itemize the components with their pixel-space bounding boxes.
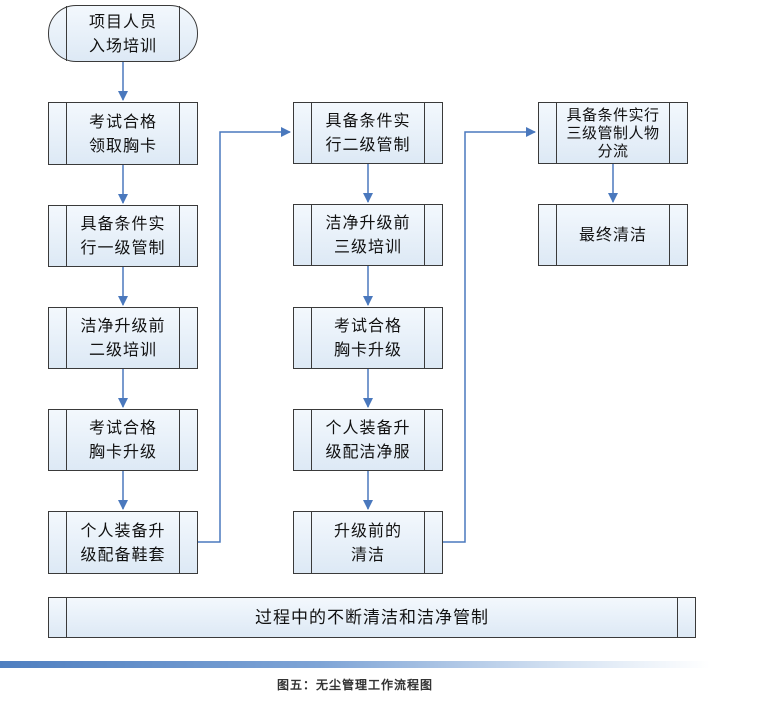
- footer-gradient-rule: [0, 661, 710, 668]
- step-gear-cleanroom-suit-label: 个人装备升 级配洁净服: [325, 418, 411, 461]
- arrow-c2-5-to-c3-1: [443, 127, 536, 543]
- step-exam-badge-label: 考试合格 领取胸卡: [88, 111, 157, 155]
- step-level1-control-label: 具备条件实 行一级管制: [80, 214, 166, 257]
- step-level1-control: 具备条件实 行一级管制: [48, 205, 198, 267]
- step-badge-upgrade-1-label: 考试合格 胸卡升级: [88, 418, 157, 461]
- step-gear-cleanroom-suit: 个人装备升 级配洁净服: [293, 409, 443, 471]
- continuous-process-bar: 过程中的不断清洁和洁净管制: [48, 597, 696, 638]
- step-level3-control-label: 具备条件实行 三级管制人物 分流: [566, 106, 660, 160]
- step-level2-control: 具备条件实 行二级管制: [293, 102, 443, 164]
- step-badge-upgrade-1: 考试合格 胸卡升级: [48, 409, 198, 471]
- step-pre-upgrade-cleaning: 升级前的 清洁: [293, 511, 443, 574]
- step-exam-badge: 考试合格 领取胸卡: [48, 102, 198, 165]
- step-level2-control-label: 具备条件实 行二级管制: [325, 111, 411, 154]
- step-level2-training: 洁净升级前 二级培训: [48, 307, 198, 369]
- step-gear-shoe-covers-label: 个人装备升 级配备鞋套: [80, 520, 166, 564]
- step-badge-upgrade-2: 考试合格 胸卡升级: [293, 307, 443, 369]
- step-final-cleaning: 最终清洁: [538, 204, 688, 266]
- step-pre-upgrade-cleaning-label: 升级前的 清洁: [333, 520, 402, 564]
- step-level3-training: 洁净升级前 三级培训: [293, 204, 443, 266]
- step-level3-training-label: 洁净升级前 三级培训: [325, 213, 411, 256]
- step-level2-training-label: 洁净升级前 二级培训: [80, 316, 166, 359]
- figure-caption: 图五：无尘管理工作流程图: [276, 678, 433, 692]
- step-gear-shoe-covers: 个人装备升 级配备鞋套: [48, 511, 198, 574]
- start-node: 项目人员 入场培训: [48, 5, 198, 62]
- continuous-process-label: 过程中的不断清洁和洁净管制: [255, 607, 489, 628]
- arrow-c1-5-to-c2-1: [198, 127, 291, 543]
- step-level3-control: 具备条件实行 三级管制人物 分流: [538, 102, 688, 164]
- start-label: 项目人员 入场培训: [88, 11, 157, 55]
- step-badge-upgrade-2-label: 考试合格 胸卡升级: [333, 316, 402, 359]
- step-final-cleaning-label: 最终清洁: [578, 225, 647, 244]
